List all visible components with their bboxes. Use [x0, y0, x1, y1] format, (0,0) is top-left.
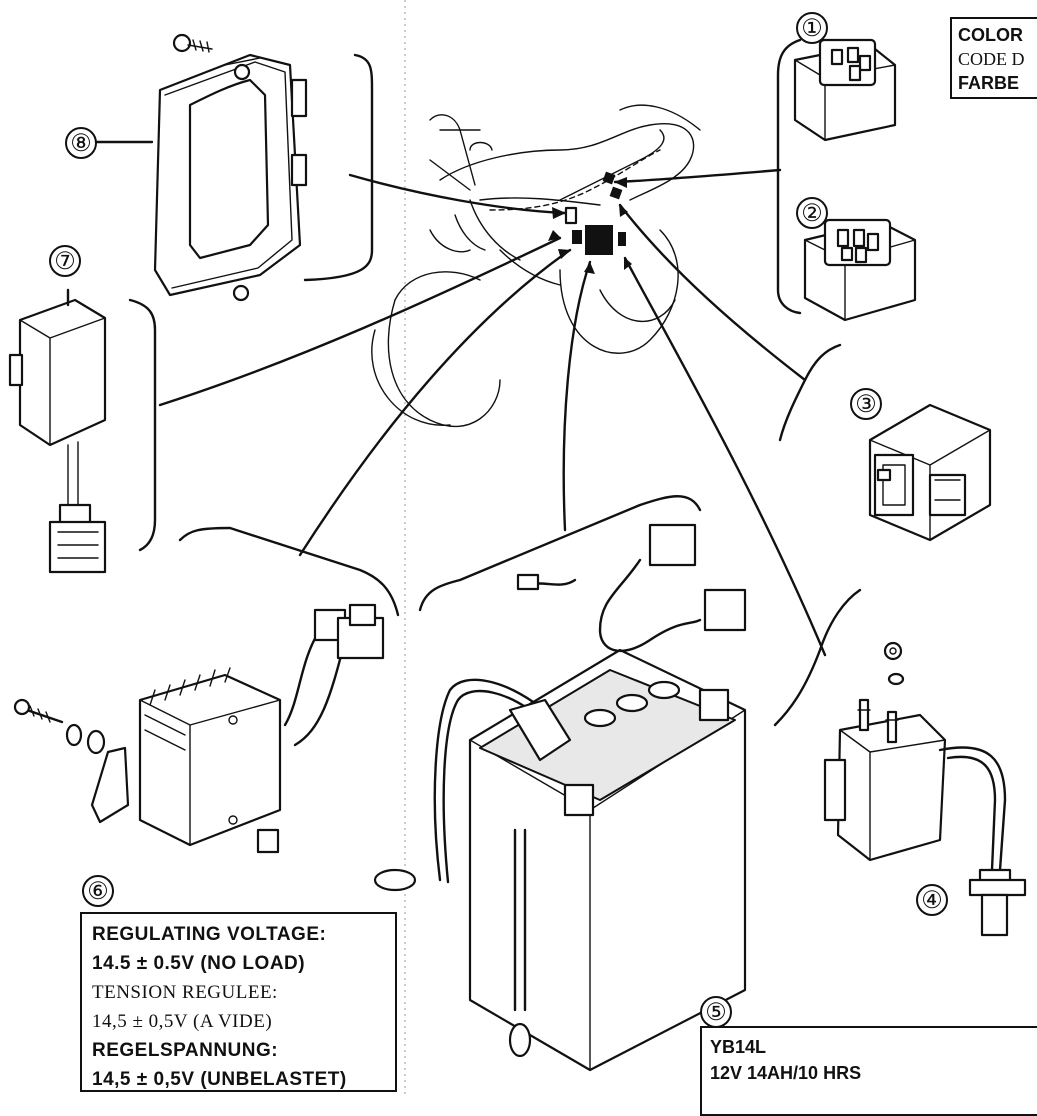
cdi-unit-drawing	[95, 33, 308, 302]
starter-relay-drawing	[823, 641, 1027, 937]
callout-2: ②	[796, 197, 828, 229]
battery-model: YB14L	[710, 1037, 767, 1057]
callout-5: ⑤	[700, 996, 732, 1028]
color-code-line-1: COLOR	[958, 25, 1023, 45]
relay-drawing	[8, 288, 107, 574]
callout-8: ⑧	[65, 127, 97, 159]
motorcycle-outline	[371, 104, 701, 427]
battery-spec-box: YB14L 12V 14AH/10 HRS	[700, 1026, 1037, 1116]
regulating-voltage-label: REGULATING VOLTAGE:	[92, 924, 327, 945]
regelspannung-label: REGELSPANNUNG:	[92, 1040, 279, 1061]
color-code-line-2: CODE D	[958, 49, 1025, 69]
callout-6: ⑥	[82, 875, 114, 907]
connector-2-drawing	[803, 218, 917, 322]
tension-regulee-value: 14,5 ± 0,5V (A VIDE)	[92, 1011, 273, 1032]
callout-4: ④	[916, 884, 948, 916]
color-code-line-3: FARBE	[958, 73, 1020, 93]
leader-lines	[158, 168, 827, 657]
battery-drawing	[373, 523, 747, 1072]
regulator-spec-box: REGULATING VOLTAGE: 14.5 ± 0.5V (NO LOAD…	[80, 912, 397, 1092]
callout-1: ①	[796, 12, 828, 44]
regulating-voltage-value: 14.5 ± 0.5V (NO LOAD)	[92, 953, 306, 974]
brackets	[128, 38, 862, 727]
connector-1-drawing	[793, 38, 897, 142]
battery-rating: 12V 14AH/10 HRS	[710, 1063, 862, 1083]
callout-7: ⑦	[49, 245, 81, 277]
regelspannung-value: 14,5 ± 0,5V (UNBELASTET)	[92, 1069, 347, 1090]
callout-3: ③	[850, 388, 882, 420]
color-code-box: COLOR CODE D FARBE	[950, 17, 1037, 99]
relay-3-drawing	[868, 403, 992, 542]
regulator-drawing	[13, 603, 385, 854]
tension-regulee-label: TENSION REGULEE:	[92, 982, 278, 1003]
